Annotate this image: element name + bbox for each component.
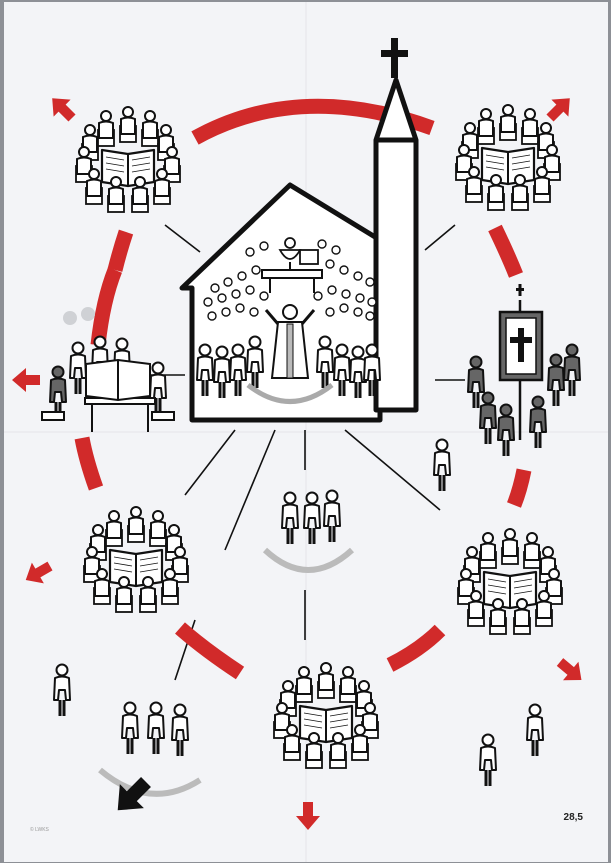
page-number: 28,5: [564, 812, 583, 823]
credit-text: © LWKS: [30, 827, 49, 833]
church-tower: [376, 80, 416, 410]
